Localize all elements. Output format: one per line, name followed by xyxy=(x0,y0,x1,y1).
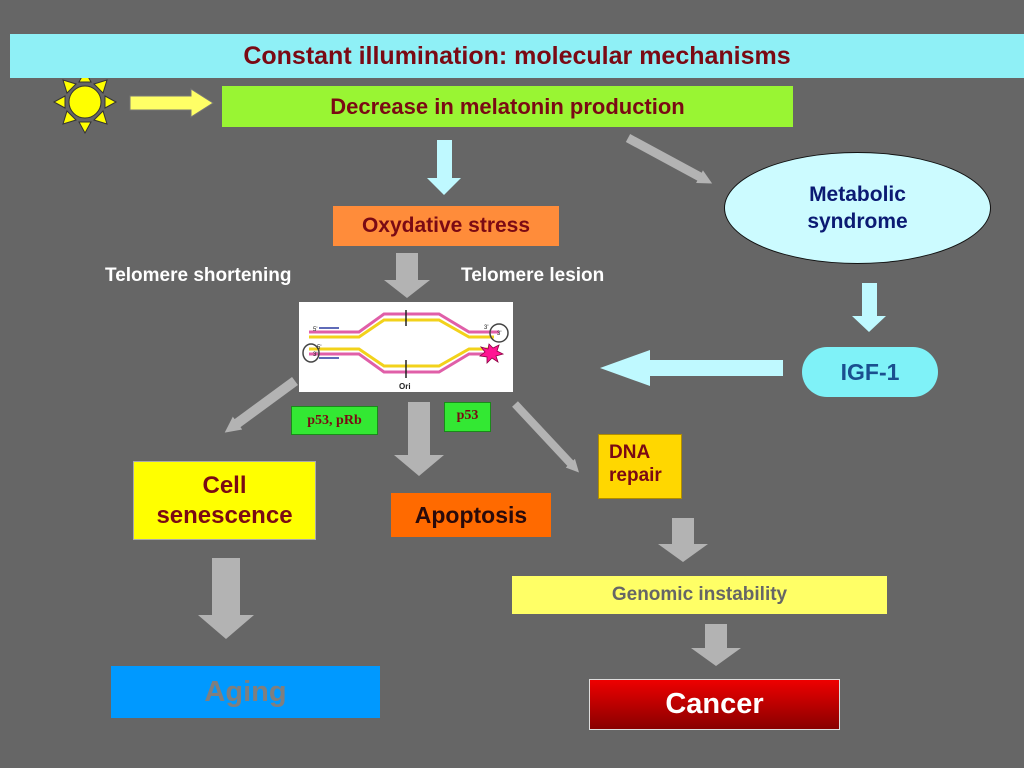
oxidative-to-telomere-arrow xyxy=(384,253,430,298)
cell-senescence-node: Cell senescence xyxy=(133,461,316,540)
label-3-top: 3' xyxy=(484,325,488,331)
sun-to-melatonin-arrow xyxy=(129,88,214,118)
dna-repair-to-genomic-arrow xyxy=(658,518,708,562)
label-3-right: 3' xyxy=(497,331,501,337)
aging-node: Aging xyxy=(111,666,380,718)
cell-senescence-label-line2: senescence xyxy=(156,501,293,529)
oxidative-stress-node: Oxydative stress xyxy=(333,206,559,246)
dna-replication-figure: 5' 3' 5' 3' 3' Ori xyxy=(299,302,513,392)
genomic-instability-label: Genomic instability xyxy=(611,584,788,605)
label-5-top: 5' xyxy=(313,327,317,333)
cancer-node: Cancer xyxy=(589,679,840,730)
label-3-left: 3' xyxy=(313,352,317,358)
dna-repair-label-line2: repair xyxy=(609,465,662,486)
telomere-to-apoptosis-arrow xyxy=(394,402,444,476)
telomere-lesion-label: Telomere lesion xyxy=(461,265,605,286)
melatonin-to-oxidative-arrow xyxy=(427,140,461,195)
genomic-to-cancer-arrow xyxy=(691,624,741,666)
igf-to-telomere-arrow xyxy=(600,350,783,386)
melatonin-to-metabolic-arrow xyxy=(625,134,713,184)
p53-tag: p53 xyxy=(444,402,491,432)
aging-label: Aging xyxy=(204,675,287,708)
apoptosis-node: Apoptosis xyxy=(391,493,551,537)
metabolic-syndrome-label-line1: Metabolic xyxy=(809,183,906,206)
dna-replication-diagram: 5' 3' 5' 3' 3' Ori xyxy=(302,310,509,391)
igf-1-label: IGF-1 xyxy=(840,358,900,385)
p53-label: p53 xyxy=(456,408,479,423)
p53-prb-label: p53, pRb xyxy=(307,412,362,428)
page-title: Constant illumination: molecular mechani… xyxy=(10,34,1024,78)
label-5-mid: 5' xyxy=(317,345,321,351)
cell-senescence-label-line1: Cell xyxy=(202,471,247,499)
label-ori: Ori xyxy=(399,382,411,391)
page-title-text: Constant illumination: molecular mechani… xyxy=(243,41,791,70)
sun-icon xyxy=(52,69,118,135)
melatonin-decrease-node: Decrease in melatonin production xyxy=(222,86,793,127)
telomere-shortening-label: Telomere shortening xyxy=(105,265,292,286)
dna-repair-label-line1: DNA xyxy=(609,442,651,463)
senescence-to-aging-arrow xyxy=(198,558,254,639)
dna-repair-node: DNA repair xyxy=(598,434,682,499)
cancer-label: Cancer xyxy=(665,688,764,720)
igf-1-node: IGF-1 xyxy=(802,347,938,397)
apoptosis-label: Apoptosis xyxy=(414,501,528,528)
metabolic-syndrome-node: Metabolic syndrome xyxy=(724,152,991,264)
metabolic-syndrome-label-line2: syndrome xyxy=(807,210,908,233)
oxidative-stress-label: Oxydative stress xyxy=(361,214,531,237)
telomere-to-dna-repair-arrow xyxy=(512,401,579,473)
p53-prb-tag: p53, pRb xyxy=(291,406,378,435)
melatonin-decrease-label: Decrease in melatonin production xyxy=(330,93,685,119)
telomere-to-senescence-arrow xyxy=(224,376,298,433)
genomic-instability-node: Genomic instability xyxy=(512,576,887,614)
metabolic-to-igf-arrow xyxy=(852,283,886,332)
